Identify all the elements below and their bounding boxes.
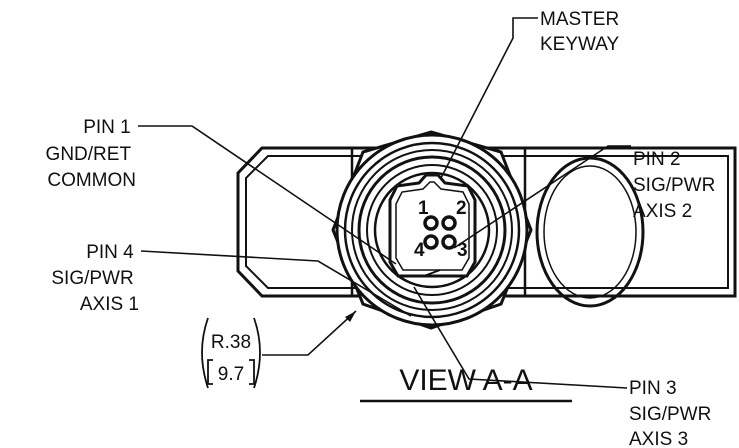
- pin-contact-2: [441, 215, 457, 231]
- receptacle-face-inner: [395, 181, 470, 271]
- pin-number-2: 2: [456, 198, 467, 219]
- pin-number-1: 1: [418, 198, 429, 219]
- coupling-ring-6: [373, 171, 491, 289]
- keyway-notch: [423, 269, 441, 277]
- label-pin4: PIN 4 SIG/PWR AXIS 1: [51, 242, 139, 315]
- dimension-paren-right: [253, 317, 261, 389]
- pin-contacts: [423, 215, 457, 250]
- flange-outline: [236, 146, 737, 298]
- flange-inner-outline: [245, 155, 729, 289]
- coupling-ring-3: [351, 149, 513, 311]
- leader-pin1: [138, 125, 397, 265]
- coupling-ring-5: [366, 164, 498, 296]
- label-pin3: PIN 3 SIG/PWR AXIS 3: [629, 378, 717, 448]
- label-pin1: PIN 1 GND/RET COMMON: [46, 117, 136, 191]
- leader-pin2: [453, 145, 631, 249]
- receptacle-face: [388, 173, 477, 278]
- label-pin2: PIN 2 SIG/PWR AXIS 2: [633, 149, 721, 222]
- pin-contact-3: [441, 234, 457, 250]
- side-oval-inner: [543, 165, 637, 299]
- leader-pin3: [413, 286, 628, 389]
- radius-arrowhead: [345, 311, 356, 322]
- view-title: VIEW A-A: [399, 364, 532, 397]
- dimension-bracket-left: [207, 359, 213, 385]
- dimension-paren-left: [201, 317, 209, 389]
- dimension-bracket-right: [249, 359, 255, 385]
- pin-number-4: 4: [414, 240, 425, 261]
- dimension-millimeters: 9.7: [218, 364, 244, 385]
- leader-radius: [262, 310, 357, 356]
- pin-contact-1: [423, 215, 439, 231]
- pin-number-3: 3: [457, 240, 468, 261]
- pin-contact-4: [423, 234, 439, 250]
- radius-dimension: R.38 9.7: [201, 317, 261, 389]
- dimension-inches: R.38: [211, 332, 251, 353]
- leader-pin4: [140, 250, 412, 317]
- label-master-keyway: MASTER KEYWAY: [540, 9, 624, 55]
- leader-lines: [138, 17, 631, 389]
- coupling-ring-4: [357, 155, 507, 305]
- leader-master-keyway: [440, 17, 538, 179]
- side-oval: [535, 156, 645, 308]
